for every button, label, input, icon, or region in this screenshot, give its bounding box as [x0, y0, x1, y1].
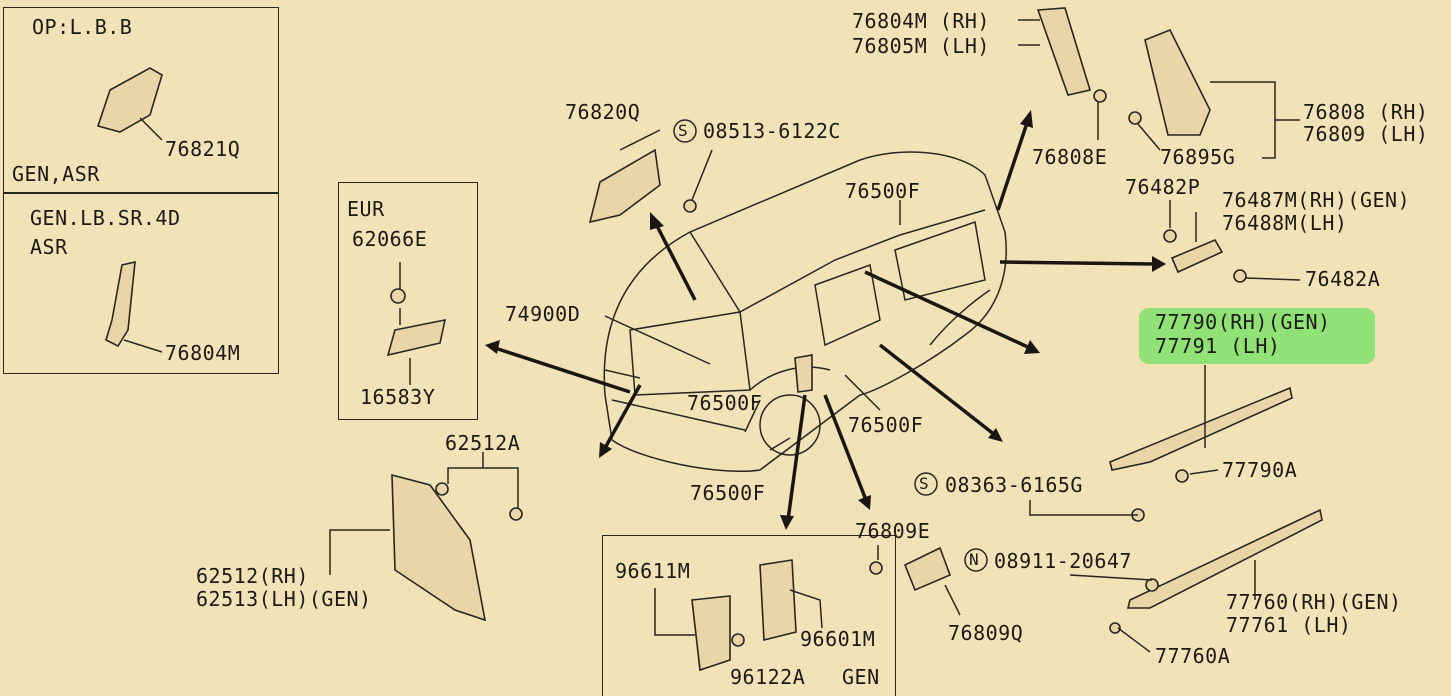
inset-op-lbb [3, 7, 279, 194]
label-77790A: 77790A [1222, 458, 1298, 482]
label-96122A: 96122A [730, 665, 806, 689]
label-76500F-a: 76500F [845, 179, 921, 203]
label-08363: 08363-6165G [945, 473, 1083, 497]
label-77791: 77791 (LH) [1155, 334, 1281, 358]
part-76820Q [588, 148, 661, 224]
label-76804M-rh: 76804M (RH) [852, 9, 990, 33]
label-76895G: 76895G [1160, 145, 1236, 169]
label-62512: 62512(RH) [196, 564, 309, 588]
label-08513: 08513-6122C [703, 119, 841, 143]
part-96611M [691, 595, 731, 672]
inset-op-lbb-title: OP:L.B.B [32, 15, 133, 39]
label-77790: 77790(RH)(GEN) [1155, 310, 1331, 334]
circle-s-08513 [673, 119, 697, 143]
label-96611M: 96611M [615, 559, 691, 583]
inset-eur-title: EUR [347, 197, 385, 221]
label-62512A: 62512A [445, 431, 521, 455]
part-shapes [96, 7, 1323, 672]
label-76809Q: 76809Q [948, 621, 1024, 645]
part-62512 [391, 473, 487, 622]
label-16583Y: 16583Y [360, 385, 436, 409]
inset-op-lbb-subtitle: GEN,ASR [12, 162, 100, 186]
label-62066E: 62066E [352, 227, 428, 251]
prefix-08513: S [678, 121, 689, 140]
label-76500F-c: 76500F [848, 413, 924, 437]
label-76808E: 76808E [1032, 145, 1108, 169]
label-77760: 77760(RH)(GEN) [1226, 590, 1402, 614]
label-76809-lh: 76809 (LH) [1303, 122, 1429, 146]
circle-n-08911 [964, 548, 988, 572]
circle-s-08363 [914, 472, 938, 496]
label-76809E: 76809E [855, 519, 931, 543]
label-76488M: 76488M(LH) [1222, 211, 1348, 235]
part-76821Q [96, 67, 163, 133]
highlight-77790 [1139, 308, 1375, 364]
label-gen: GEN [842, 665, 880, 689]
label-76500F-d: 76500F [690, 481, 766, 505]
label-76805M-lh: 76805M (LH) [852, 34, 990, 58]
label-76808-rh: 76808 (RH) [1303, 100, 1429, 124]
vehicle-body [603, 151, 1007, 473]
arrows [485, 110, 1166, 530]
part-76804M-inset [105, 260, 136, 348]
inset-eur [338, 182, 478, 420]
inset-gen-title-1: GEN.LB.SR.4D [30, 206, 181, 230]
part-16583Y [386, 318, 447, 357]
inset-gen-lb [3, 192, 279, 374]
label-76482P: 76482P [1125, 175, 1201, 199]
part-77790 [1109, 386, 1293, 471]
label-76482A: 76482A [1305, 267, 1381, 291]
inset-fuel [602, 535, 896, 696]
leader-lines [123, 19, 1301, 653]
part-76805M [1036, 7, 1092, 96]
label-76500F-b: 76500F [687, 391, 763, 415]
label-77761: 77761 (LH) [1226, 613, 1352, 637]
label-76487M: 76487M(RH)(GEN) [1222, 188, 1411, 212]
part-76488M [1170, 238, 1224, 274]
label-08911: 08911-20647 [994, 549, 1132, 573]
prefix-08363: S [919, 474, 930, 493]
label-77760A: 77760A [1155, 644, 1231, 668]
prefix-08911: N [969, 550, 980, 569]
part-filler [794, 354, 813, 393]
part-76809Q [903, 546, 952, 592]
label-74900D: 74900D [505, 302, 581, 326]
label-96601M: 96601M [800, 627, 876, 651]
label-76804M-inset: 76804M [165, 341, 241, 365]
label-76821Q: 76821Q [165, 137, 241, 161]
part-77760 [1126, 508, 1323, 609]
label-76820Q: 76820Q [565, 100, 641, 124]
part-96601M [759, 559, 797, 642]
label-62513: 62513(LH)(GEN) [196, 587, 372, 611]
inset-gen-title-2: ASR [30, 235, 68, 259]
part-76808 [1144, 28, 1211, 136]
